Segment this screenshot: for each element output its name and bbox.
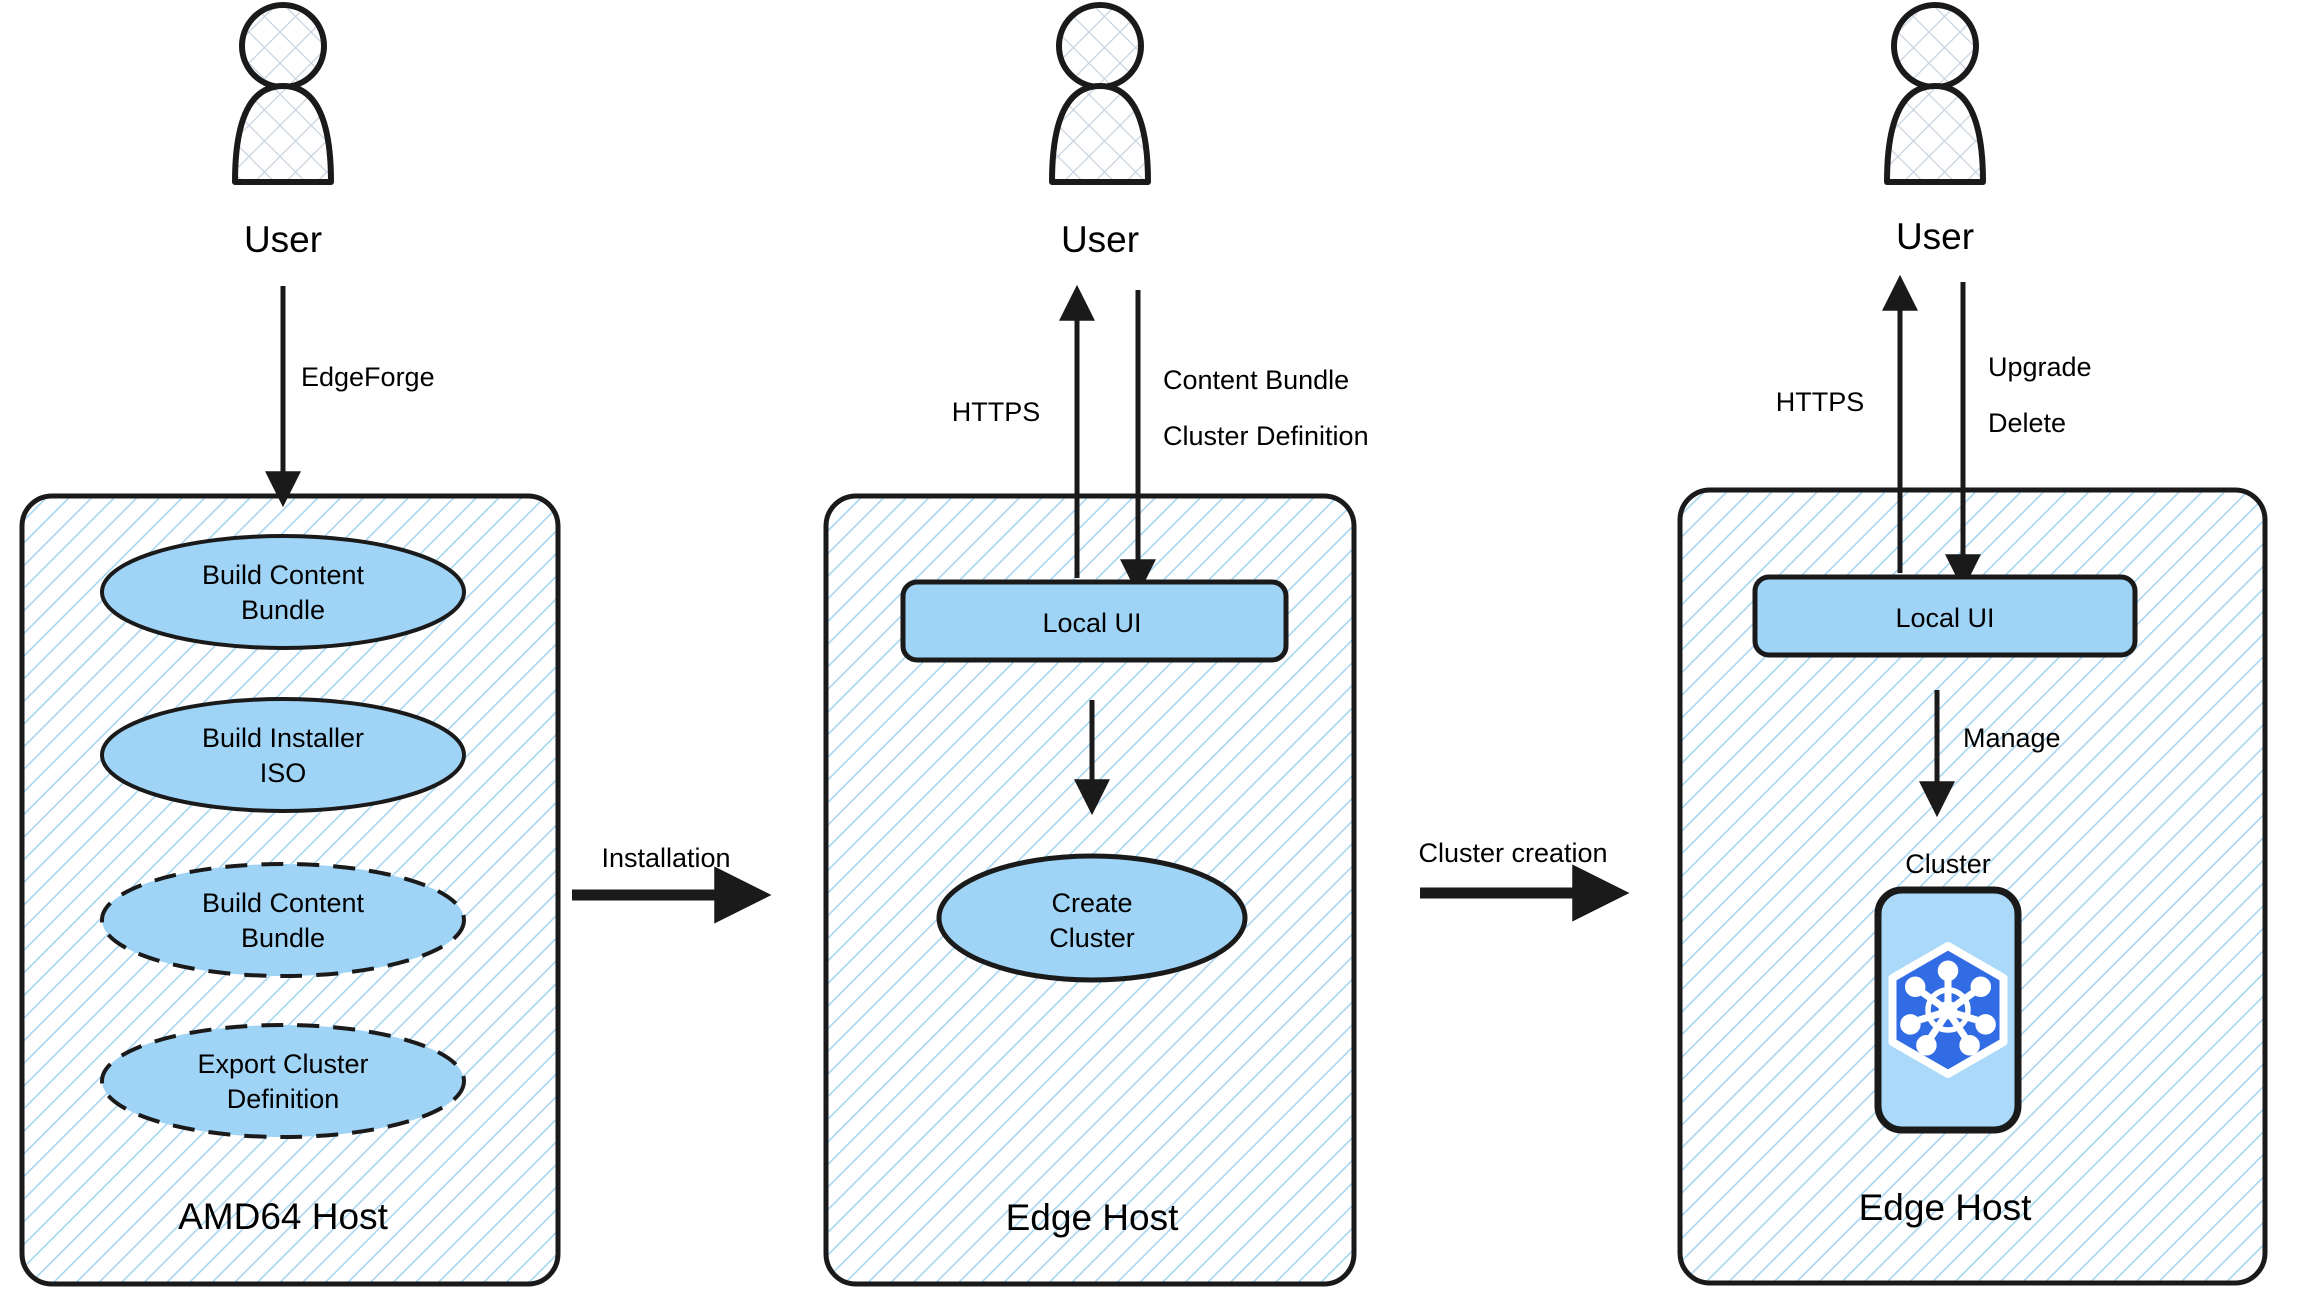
node-local-ui-right[interactable] xyxy=(1752,574,2138,658)
actor-body-icon xyxy=(232,83,334,185)
node-build-content-bundle-2[interactable] xyxy=(100,862,466,978)
node-build-content-bundle-1[interactable] xyxy=(100,534,466,650)
edge-manage-label: Manage xyxy=(1963,723,2061,753)
node-local-ui-middle[interactable] xyxy=(900,579,1289,663)
actor-head-icon xyxy=(1891,2,1979,90)
actor-right-figure[interactable] xyxy=(1884,2,1986,185)
edge-https-middle-label: HTTPS xyxy=(951,397,1041,427)
actor-body-icon xyxy=(1884,83,1986,185)
node-local-ui-right-label: Local UI xyxy=(1895,603,1995,633)
node-build-installer-iso-line2: ISO xyxy=(259,758,307,788)
edge-cluster-creation-label: Cluster creation xyxy=(1418,838,1608,868)
edge-https-right-label: HTTPS xyxy=(1775,387,1865,417)
edge-host-right-label: Edge Host xyxy=(1858,1187,2032,1228)
edge-upgrade-label: Upgrade xyxy=(1988,352,2092,382)
node-create-cluster-line2: Cluster xyxy=(1049,923,1135,953)
node-local-ui-middle-label: Local UI xyxy=(1042,608,1142,638)
actor-middle-figure[interactable] xyxy=(1049,2,1151,185)
actor-head-icon xyxy=(1056,2,1144,90)
node-build-installer-iso-line1: Build Installer xyxy=(201,723,365,753)
edge-cluster-definition-label: Cluster Definition xyxy=(1163,421,1369,451)
edge-delete-label: Delete xyxy=(1988,408,2067,438)
edge-content-bundle-label: Content Bundle xyxy=(1163,365,1350,395)
actor-left-figure[interactable] xyxy=(232,2,334,185)
actor-head-icon xyxy=(239,2,327,90)
actor-right-label: User xyxy=(1895,216,1975,257)
node-export-cluster-definition[interactable] xyxy=(100,1023,466,1139)
edge-installation-label: Installation xyxy=(601,843,731,873)
node-build-content-bundle-1-line2: Bundle xyxy=(240,595,326,625)
node-export-cluster-definition-line2: Definition xyxy=(226,1084,340,1114)
node-build-content-bundle-2-line1: Build Content xyxy=(201,888,365,918)
node-build-content-bundle-2-line2: Bundle xyxy=(240,923,326,953)
actor-left-label: User xyxy=(243,219,323,260)
node-create-cluster-line1: Create xyxy=(1051,888,1133,918)
node-cluster-label: Cluster xyxy=(1905,849,1991,879)
node-create-cluster[interactable] xyxy=(936,853,1248,983)
kubernetes-icon xyxy=(1888,941,2008,1079)
edge-host-middle-label: Edge Host xyxy=(1005,1197,1179,1238)
node-build-installer-iso[interactable] xyxy=(100,697,466,813)
amd64-host-label: AMD64 Host xyxy=(178,1196,388,1237)
node-build-content-bundle-1-line1: Build Content xyxy=(201,560,365,590)
actor-middle-label: User xyxy=(1060,219,1140,260)
edge-edgeforge-label: EdgeForge xyxy=(301,362,435,392)
node-export-cluster-definition-line1: Export Cluster xyxy=(197,1049,369,1079)
actor-body-icon xyxy=(1049,83,1151,185)
